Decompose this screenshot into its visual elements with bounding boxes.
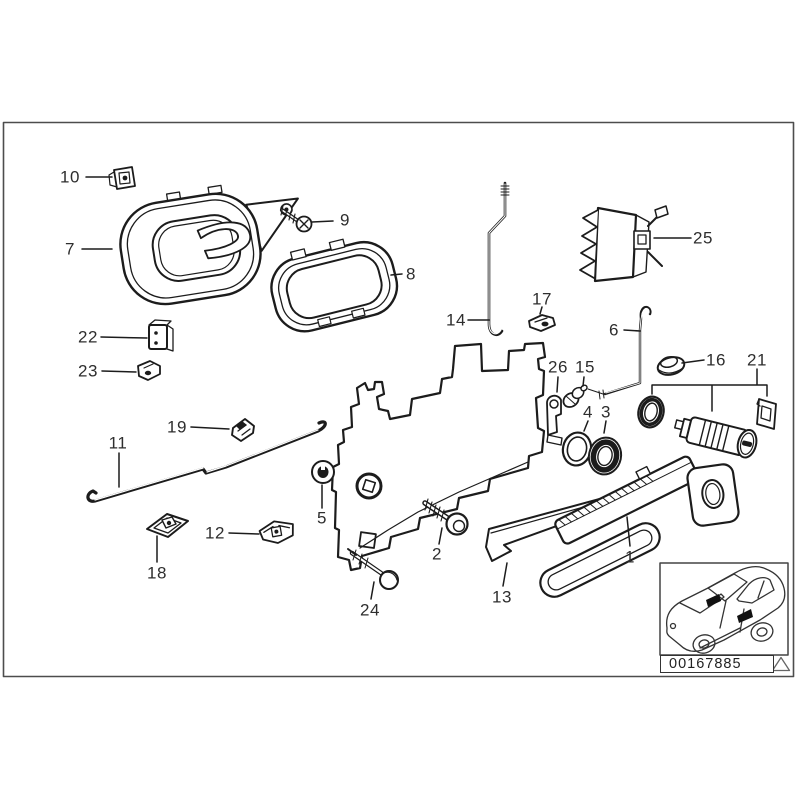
- part-10-clip: [108, 166, 136, 190]
- leader-lines: [81, 176, 768, 600]
- callout-label-11: 11: [108, 433, 128, 453]
- drawing-number: 00167885: [669, 656, 742, 672]
- callout-label-25: 25: [693, 228, 713, 248]
- callout-label-7: 7: [65, 239, 75, 259]
- callout-label-17: 17: [532, 289, 552, 309]
- callout-label-24: 24: [360, 600, 380, 620]
- part-2-screw: [422, 498, 469, 536]
- part-16-grommet: [656, 355, 686, 376]
- part-26-bracket: [546, 394, 563, 446]
- part-15-plug: [562, 384, 604, 408]
- callout-label-9: 9: [340, 210, 350, 230]
- callout-label-3: 3: [601, 402, 611, 422]
- callout-label-14: 14: [446, 310, 466, 330]
- part-23-clip: [137, 360, 161, 381]
- part-11-connecting-rod: [86, 420, 327, 503]
- part-6-lock-rod: [598, 305, 652, 400]
- part-12-clip: [258, 520, 294, 544]
- callout-label-22: 22: [78, 327, 98, 347]
- part-21-lock-cylinder-set: [637, 395, 777, 459]
- callout-label-23: 23: [78, 361, 98, 381]
- callout-label-15: 15: [575, 357, 595, 377]
- warning-triangle-icon: [771, 656, 791, 672]
- callout-label-2: 2: [432, 544, 442, 564]
- callout-label-6: 6: [609, 320, 619, 340]
- car-location-thumbnail: [659, 562, 789, 656]
- drawing-number-plate: 00167885: [660, 655, 774, 673]
- callout-label-16: 16: [706, 350, 726, 370]
- part-3-gasket-ring: [587, 436, 623, 476]
- part-9-screw: [280, 205, 313, 233]
- door-highlight-marker: [737, 609, 753, 623]
- callout-label-5: 5: [317, 508, 327, 528]
- part-1-outer-door-handle: [539, 455, 740, 598]
- part-17-clip: [528, 314, 556, 332]
- callout-label-12: 12: [205, 523, 225, 543]
- part-8-handle-escutcheon: [270, 238, 399, 333]
- door-inner-panel: [330, 341, 547, 572]
- part-25-lock-wedge: [579, 205, 669, 283]
- callout-label-4: 4: [583, 402, 593, 422]
- part-19-clip: [231, 418, 255, 442]
- part-18-grommet: [146, 513, 189, 538]
- callout-label-1: 1: [625, 547, 635, 567]
- callout-label-18: 18: [147, 563, 167, 583]
- part-24-bolt: [347, 548, 399, 590]
- callout-label-26: 26: [548, 357, 568, 377]
- callout-label-21: 21: [747, 350, 767, 370]
- part-7-inner-door-handle: [119, 184, 299, 306]
- callout-label-13: 13: [492, 587, 512, 607]
- callout-label-8: 8: [406, 264, 416, 284]
- diagram-frame: [2, 121, 795, 678]
- callout-label-19: 19: [167, 417, 187, 437]
- part-22-clip: [148, 319, 174, 352]
- door-highlight-marker: [706, 594, 721, 607]
- part-14-lock-rod: [487, 181, 510, 337]
- part-5-nut: [311, 460, 335, 484]
- callout-label-10: 10: [60, 167, 80, 187]
